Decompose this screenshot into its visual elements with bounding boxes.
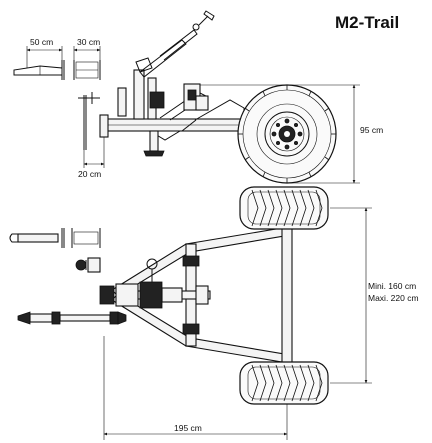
pto-shaft-detail: [17, 311, 127, 325]
top-view-upper-tire: [239, 186, 329, 230]
plate-width-label: 30 cm: [77, 37, 100, 47]
mounting-plate-detail: [73, 60, 101, 80]
track-width-min-label: Mini. 160 cm: [368, 281, 416, 291]
top-view-frame: [99, 225, 293, 365]
side-view-wheel: [237, 84, 337, 184]
bracket-detail: [75, 257, 101, 273]
diagram-title: M2-Trail: [335, 13, 399, 32]
hitch-bracket-detail: [13, 60, 65, 80]
drawbar-offset-label: 20 cm: [78, 169, 101, 179]
side-view-trailer: [78, 10, 245, 157]
hitch-width-label: 50 cm: [30, 37, 53, 47]
height-label: 95 cm: [360, 125, 383, 135]
length-label: 195 cm: [174, 423, 202, 433]
clevis-pin-detail: [9, 228, 101, 248]
track-width-max-label: Maxi. 220 cm: [368, 293, 419, 303]
top-view-lower-tire: [239, 361, 329, 405]
